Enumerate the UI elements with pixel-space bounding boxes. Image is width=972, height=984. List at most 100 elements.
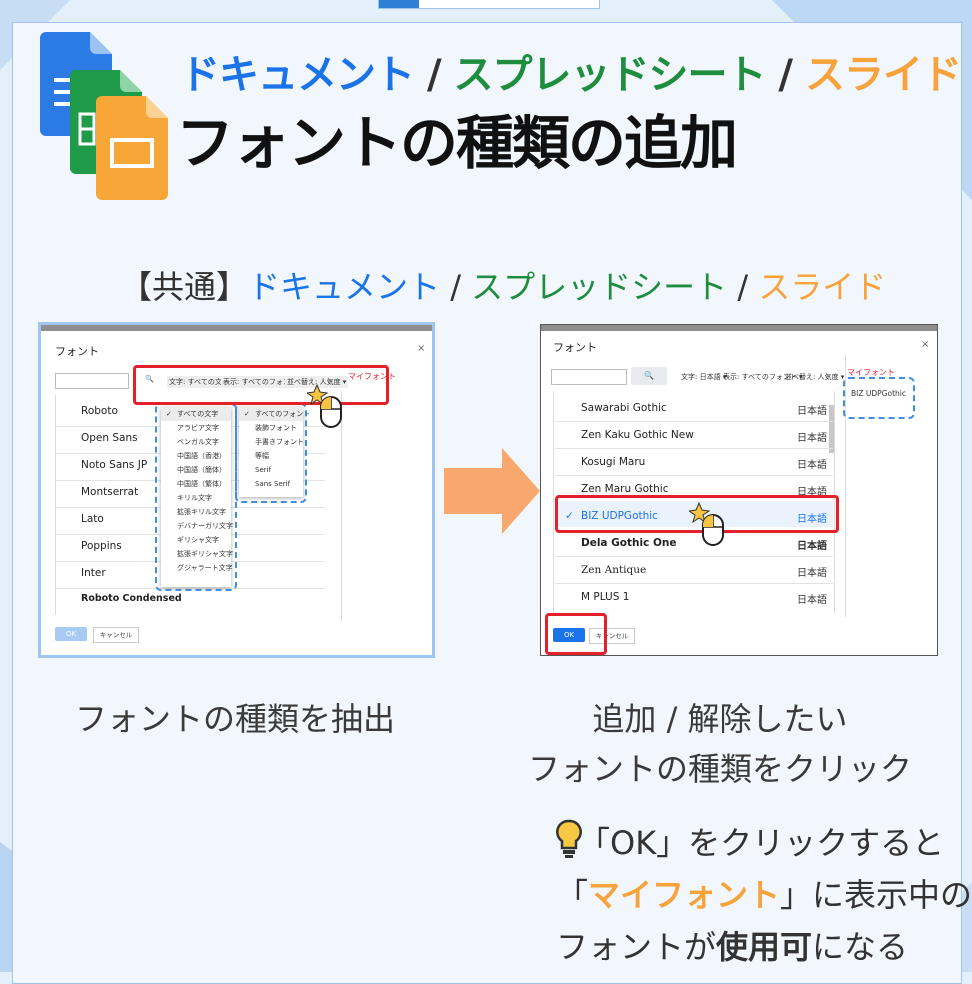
tip-text: 」に表示中の xyxy=(780,876,972,914)
font-language: 日本語 xyxy=(797,541,827,552)
font-list xyxy=(55,395,342,615)
show-filter[interactable]: 表示: すべてのフォント ▾ xyxy=(221,376,305,388)
row-divider xyxy=(555,475,833,476)
right-arrow-icon xyxy=(444,448,540,534)
script-menu-item[interactable]: ベンガル文字 xyxy=(177,438,219,446)
caption-left: フォントの種類を抽出 xyxy=(74,700,395,738)
cancel-button[interactable]: キャンセル xyxy=(589,628,635,644)
ok-button-highlight xyxy=(545,613,607,655)
show-menu-highlight xyxy=(235,403,307,503)
script-filter[interactable]: 文字: 日本語 ▾ xyxy=(681,373,727,381)
my-fonts-column xyxy=(845,355,846,617)
script-filter[interactable]: 文字: すべての文字 ▾ xyxy=(167,376,237,388)
font-language: 日本語 xyxy=(797,568,827,579)
scrollbar-thumb[interactable] xyxy=(829,405,834,453)
font-row[interactable]: Sawarabi Gothic xyxy=(581,402,667,414)
my-fonts-column xyxy=(341,391,342,621)
script-menu-item[interactable]: ギリシャ文字 xyxy=(177,536,219,544)
close-icon[interactable]: × xyxy=(921,339,930,350)
separator: / xyxy=(450,268,461,306)
show-menu-item[interactable]: Sans Serif xyxy=(255,480,291,488)
script-menu-highlight xyxy=(155,403,237,591)
toolbar-strip xyxy=(41,325,432,331)
my-fonts-highlight xyxy=(843,377,915,419)
font-row[interactable]: Lato xyxy=(81,513,104,525)
selected-font-highlight xyxy=(555,495,839,533)
cancel-button[interactable]: キャンセル xyxy=(93,627,139,643)
font-row-selected[interactable]: BIZ UDPGothic xyxy=(581,510,658,522)
script-menu-item[interactable]: 拡張ギリシャ文字 xyxy=(177,550,233,558)
font-row[interactable]: Dela Gothic One xyxy=(581,537,677,549)
lightbulb-icon xyxy=(556,819,582,858)
font-list xyxy=(553,391,835,613)
sort-filter[interactable]: 並べ替え: 人気度 ▾ xyxy=(785,373,845,381)
filter-bar-highlight xyxy=(133,365,389,405)
row-divider xyxy=(555,556,833,557)
show-menu-item[interactable]: Serif xyxy=(255,466,272,474)
search-input[interactable] xyxy=(551,369,627,385)
font-row[interactable]: M PLUS 1 xyxy=(581,591,630,603)
show-filter[interactable]: 表示: すべてのフォント ▾ xyxy=(723,373,803,381)
font-row[interactable]: Kosugi Maru xyxy=(581,456,646,468)
tip-line-3: フォントが使用可になる xyxy=(556,922,908,968)
dialog-title: フォント xyxy=(553,341,597,354)
slides-icon xyxy=(96,96,168,200)
script-menu-item[interactable]: アラビア文字 xyxy=(177,424,219,432)
slides-label: スライド xyxy=(758,268,887,306)
script-menu-item[interactable]: デバナーガリ文字 xyxy=(177,522,233,530)
font-language: 日本語 xyxy=(797,514,827,525)
show-menu-item[interactable]: 手書きフォント xyxy=(255,438,304,446)
font-dialog-screenshot-2: フォント × 🔍 文字: 日本語 ▾ 表示: すべてのフォント ▾ 並べ替え: … xyxy=(540,324,938,656)
search-icon[interactable]: 🔍 xyxy=(145,375,154,383)
toolbar-strip xyxy=(541,325,937,331)
font-row[interactable]: Zen Maru Gothic xyxy=(581,483,669,495)
dialog-title: フォント xyxy=(55,345,99,358)
show-menu: ✓すべてのフォント 装飾フォント 手書きフォント 等幅 Serif Sans S… xyxy=(239,407,310,497)
font-row[interactable]: Zen Kaku Gothic New xyxy=(581,429,694,441)
row-divider xyxy=(555,448,833,449)
slides-label: スライド xyxy=(804,52,962,98)
show-menu-item[interactable]: 装飾フォント xyxy=(255,424,297,432)
font-row[interactable]: Open Sans xyxy=(81,432,138,444)
docs-label: ドキュメント xyxy=(248,268,441,306)
script-menu-item[interactable]: 中国語（簡体） xyxy=(177,466,226,474)
search-button[interactable]: 🔍 xyxy=(631,367,667,385)
ok-button[interactable]: OK xyxy=(55,627,87,641)
script-menu-item[interactable]: ✓すべての文字 xyxy=(161,407,231,421)
tip-text: になる xyxy=(812,928,909,966)
docs-label: ドキュメント xyxy=(180,52,415,98)
google-apps-logo-icon xyxy=(40,32,168,200)
tip-line-2: 「マイフォント」に表示中の xyxy=(556,870,972,916)
show-menu-item[interactable]: 等幅 xyxy=(255,452,269,460)
tip-text: フォントが xyxy=(556,928,717,966)
font-row[interactable]: Montserrat xyxy=(81,486,139,498)
script-menu-item[interactable]: 中国語（香港） xyxy=(177,452,226,460)
caption-right-line2: フォントの種類をクリック xyxy=(527,750,912,788)
font-row[interactable]: Roboto xyxy=(81,405,118,417)
script-menu-item[interactable]: 拡張キリル文字 xyxy=(177,508,226,516)
font-language: 日本語 xyxy=(797,487,827,498)
separator: / xyxy=(778,52,793,98)
separator: / xyxy=(737,268,749,306)
script-menu-item[interactable]: グジャラート文字 xyxy=(177,564,233,572)
sheets-label: スプレッドシート xyxy=(453,52,766,98)
font-row[interactable]: Inter xyxy=(81,567,106,579)
search-input[interactable] xyxy=(55,373,129,389)
sheets-label: スプレッドシート xyxy=(471,268,728,306)
my-font-item[interactable]: BIZ UDPGothic xyxy=(851,389,906,398)
font-row[interactable]: Noto Sans JP xyxy=(81,459,148,471)
font-row[interactable]: Poppins xyxy=(81,540,122,552)
ok-button[interactable]: OK xyxy=(553,628,585,642)
font-language: 日本語 xyxy=(797,595,827,606)
font-row[interactable]: Zen Antique xyxy=(581,564,647,576)
show-menu-item[interactable]: ✓すべてのフォント xyxy=(239,407,310,421)
font-language: 日本語 xyxy=(797,433,827,444)
close-icon[interactable]: × xyxy=(417,343,426,354)
script-menu-item[interactable]: 中国語（繁体） xyxy=(177,480,226,488)
font-row[interactable]: Roboto Condensed xyxy=(81,593,182,604)
subtitle: 【共通】ドキュメント / スプレッドシート / スライド xyxy=(120,262,886,308)
top-tab-decoration xyxy=(378,0,600,9)
script-menu-item[interactable]: キリル文字 xyxy=(177,494,212,502)
my-fonts-label: マイフォント xyxy=(348,372,396,381)
sort-filter[interactable]: 並べ替え: 人気度 ▾ xyxy=(285,376,349,388)
